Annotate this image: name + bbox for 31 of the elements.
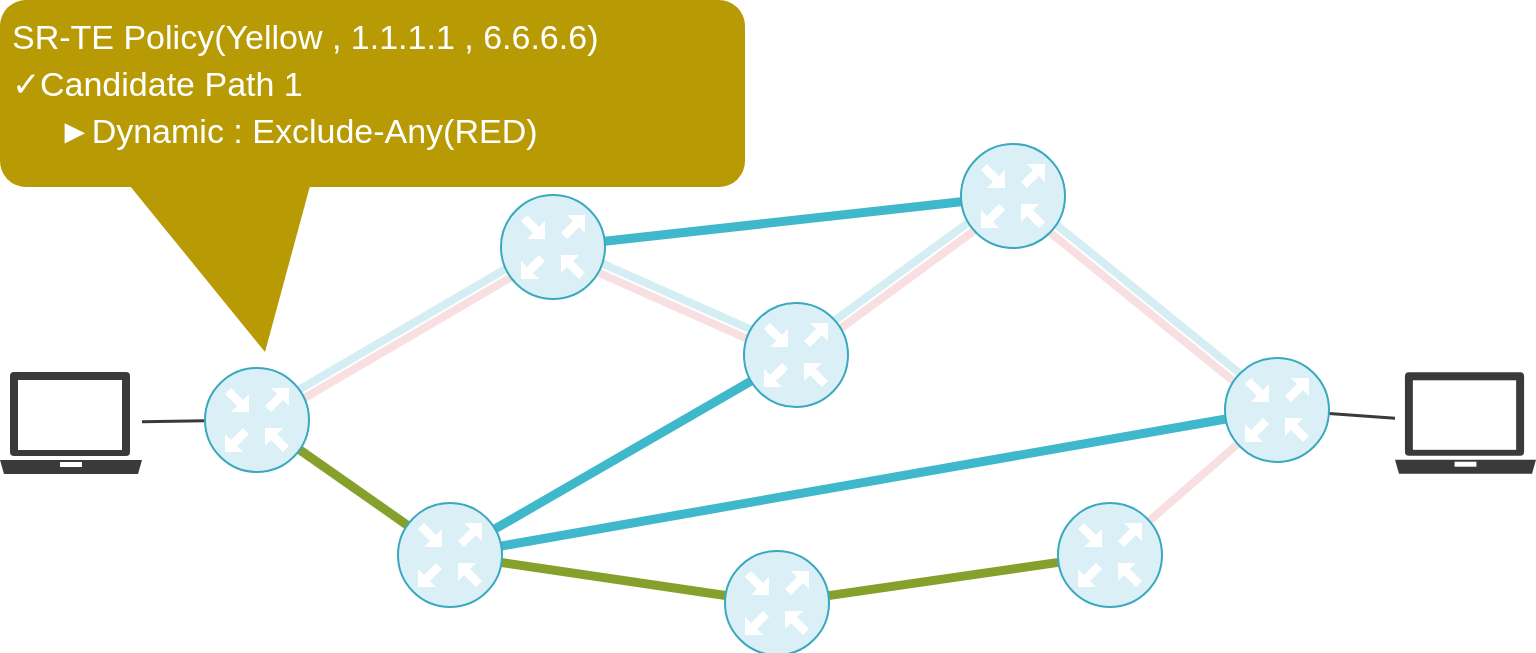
link-line bbox=[141, 419, 206, 424]
link-line bbox=[600, 259, 753, 333]
router-icon bbox=[203, 366, 311, 474]
link-line bbox=[1054, 221, 1243, 377]
policy-title: SR-TE Policy(Yellow , 1.1.1.1 , 6.6.6.6) bbox=[12, 17, 600, 58]
link-line bbox=[1047, 229, 1236, 385]
policy-line: ✓Candidate Path 1 bbox=[12, 64, 304, 105]
link-line bbox=[1146, 441, 1241, 524]
router-icon bbox=[959, 142, 1067, 250]
link-line bbox=[297, 265, 508, 393]
link-line bbox=[297, 446, 410, 529]
link-line bbox=[302, 274, 513, 402]
link-line bbox=[832, 219, 971, 324]
link-line bbox=[596, 269, 749, 343]
router-icon bbox=[1056, 501, 1164, 609]
link-line bbox=[492, 377, 754, 533]
policy-line: ►Dynamic : Exclude-Any(RED) bbox=[57, 111, 539, 152]
link-line bbox=[500, 414, 1227, 551]
link-line bbox=[604, 197, 962, 246]
router-icon bbox=[1223, 356, 1331, 464]
router-icon bbox=[499, 193, 607, 301]
callout-pointer bbox=[130, 186, 310, 352]
link-line bbox=[838, 227, 977, 332]
link-line bbox=[827, 557, 1060, 601]
laptop-icon bbox=[0, 372, 142, 474]
router-icon bbox=[723, 549, 831, 653]
link-line bbox=[1328, 412, 1396, 420]
laptop-icon bbox=[1395, 372, 1536, 474]
router-icon bbox=[396, 501, 504, 609]
link-line bbox=[500, 558, 727, 600]
router-icon bbox=[742, 301, 850, 409]
